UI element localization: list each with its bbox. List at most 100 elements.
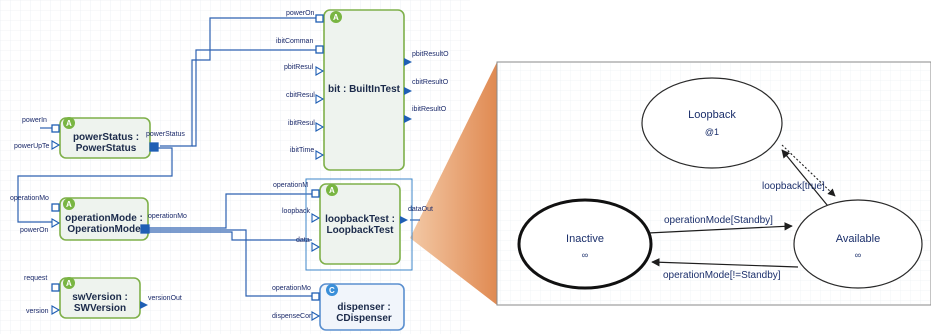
component-type: OperationMode (67, 224, 141, 235)
port-triangle-icon[interactable] (311, 242, 321, 252)
port-label-loopback: loopback (282, 208, 311, 215)
port-label-cbitresul: cbitResul (286, 92, 315, 99)
badge-label: A (333, 13, 339, 22)
port-label-powerstatus: powerStatus (146, 131, 185, 138)
port-triangle-icon[interactable] (404, 115, 412, 123)
zoom-wedge (410, 62, 497, 305)
wire-opmode-loopback-data (148, 231, 312, 241)
transition-label-loopback-true: loopback[true] (762, 181, 825, 192)
port-square-icon[interactable] (51, 203, 60, 212)
badge-label: A (66, 279, 72, 288)
port-square-icon[interactable] (149, 142, 159, 152)
port-triangle-icon[interactable] (311, 311, 321, 321)
port-label-operationmo: operationMo (10, 195, 49, 202)
badge-label: C (329, 286, 335, 295)
port-triangle-icon[interactable] (404, 87, 412, 95)
port-square-icon[interactable] (315, 45, 324, 54)
port-square-icon[interactable] (311, 292, 320, 301)
port-label-cbitresulto: cbitResultO (412, 79, 449, 86)
port-label-versionout: versionOut (148, 295, 182, 302)
component-name: dispenser : (337, 302, 390, 313)
port-label-poweron: powerOn (286, 10, 315, 17)
port-label-dispensecor: dispenseCor (272, 313, 312, 320)
port-label-ibitcomman: ibitComman (276, 38, 313, 45)
port-square-icon[interactable] (315, 14, 324, 23)
state-name: Inactive (566, 233, 604, 245)
badge-a-icon (330, 11, 342, 23)
wire-powerstatus-bit-poweron (160, 17, 316, 147)
port-label-ibitresul: ibitResul (288, 120, 315, 127)
component-operationmode[interactable]: A operationMode : OperationMode (59, 197, 149, 241)
badge-a-icon (63, 117, 75, 129)
component-name: swVersion : (72, 292, 128, 303)
port-triangle-icon[interactable] (315, 66, 325, 76)
badge-a-icon (63, 277, 75, 289)
badge-label: A (66, 119, 72, 128)
component-type: PowerStatus (76, 143, 137, 154)
component-loopbacktest[interactable]: A loopbackTest : LoopbackTest (319, 183, 401, 265)
wire-opmode-dispenser (148, 229, 312, 297)
port-label-ibitresulto: ibitResultO (412, 106, 447, 113)
state-sub: @1 (705, 127, 719, 137)
port-square-icon[interactable] (311, 189, 320, 198)
port-label-operationmo-out: operationMo (148, 213, 187, 220)
state-inactive[interactable]: Inactive ∞ (517, 198, 653, 290)
port-triangle-icon[interactable] (140, 301, 148, 309)
component-type: LoopbackTest (326, 225, 394, 236)
component-type: CDispenser (336, 313, 392, 324)
port-label-operationmo: operationMo (272, 285, 311, 292)
port-label-pbitresulto: pbitResultO (412, 51, 449, 58)
port-square-icon[interactable] (51, 283, 60, 292)
transition-label-op-not-standby: operationMode[!=Standby] (663, 270, 781, 281)
port-triangle-icon[interactable] (51, 305, 61, 315)
component-swversion[interactable]: A swVersion : SWVersion (59, 277, 141, 319)
selection-highlight (305, 178, 413, 271)
connection-wires (17, 17, 420, 297)
component-name: bit : BuiltInTest (328, 84, 401, 95)
component-dispenser[interactable]: C dispenser : CDispenser (319, 283, 405, 331)
state-available[interactable]: Available ∞ (793, 199, 923, 289)
wire-powerstatus-bit-comman (192, 49, 316, 147)
transition-available-to-inactive[interactable] (651, 258, 799, 268)
port-label-powerin: powerIn (22, 117, 47, 124)
port-triangle-icon[interactable] (51, 218, 61, 228)
wire-opmode-loopback (148, 193, 312, 229)
transition-loopback-to-available[interactable] (781, 144, 836, 197)
port-triangle-icon[interactable] (315, 150, 325, 160)
port-label-request: request (24, 275, 47, 282)
port-triangle-icon[interactable] (404, 58, 412, 66)
badge-c-icon (326, 284, 338, 296)
transition-label-op-standby: operationMode[Standby] (664, 215, 773, 226)
transition-inactive-to-available[interactable] (647, 222, 793, 234)
port-label-pbitresul: pbitResul (284, 64, 314, 71)
port-triangle-icon[interactable] (51, 140, 61, 150)
state-sub: ∞ (582, 250, 588, 260)
port-label-data: data (296, 237, 310, 244)
port-label-dataout: dataOut (408, 206, 433, 213)
port-triangle-icon[interactable] (315, 94, 325, 104)
port-label-powerupte: powerUpTe (14, 143, 50, 150)
port-label-ibittime: ibitTime (290, 147, 314, 154)
state-name: Available (836, 233, 880, 245)
badge-a-icon (326, 184, 338, 196)
port-label-poweron: powerOn (20, 227, 49, 234)
port-square-icon[interactable] (140, 224, 150, 234)
component-powerstatus[interactable]: A powerStatus : PowerStatus (59, 117, 151, 159)
port-square-icon[interactable] (51, 124, 60, 133)
port-label-version: version (26, 308, 49, 315)
state-loopback[interactable]: Loopback @1 (641, 77, 783, 169)
port-triangle-icon[interactable] (400, 216, 408, 224)
state-sub: ∞ (855, 250, 861, 260)
component-name: operationMode : (65, 213, 143, 224)
port-triangle-icon[interactable] (311, 213, 321, 223)
component-builtintest[interactable]: A bit : BuiltInTest (323, 9, 405, 171)
badge-a-icon (63, 198, 75, 210)
wire-powerstatus-opmode (17, 147, 173, 223)
transition-available-to-loopback[interactable] (781, 149, 833, 212)
component-name: powerStatus : (73, 132, 139, 143)
port-triangle-icon[interactable] (315, 122, 325, 132)
port-label-operationm: operationM (273, 182, 308, 189)
badge-label: A (66, 200, 72, 209)
badge-label: A (329, 186, 335, 195)
